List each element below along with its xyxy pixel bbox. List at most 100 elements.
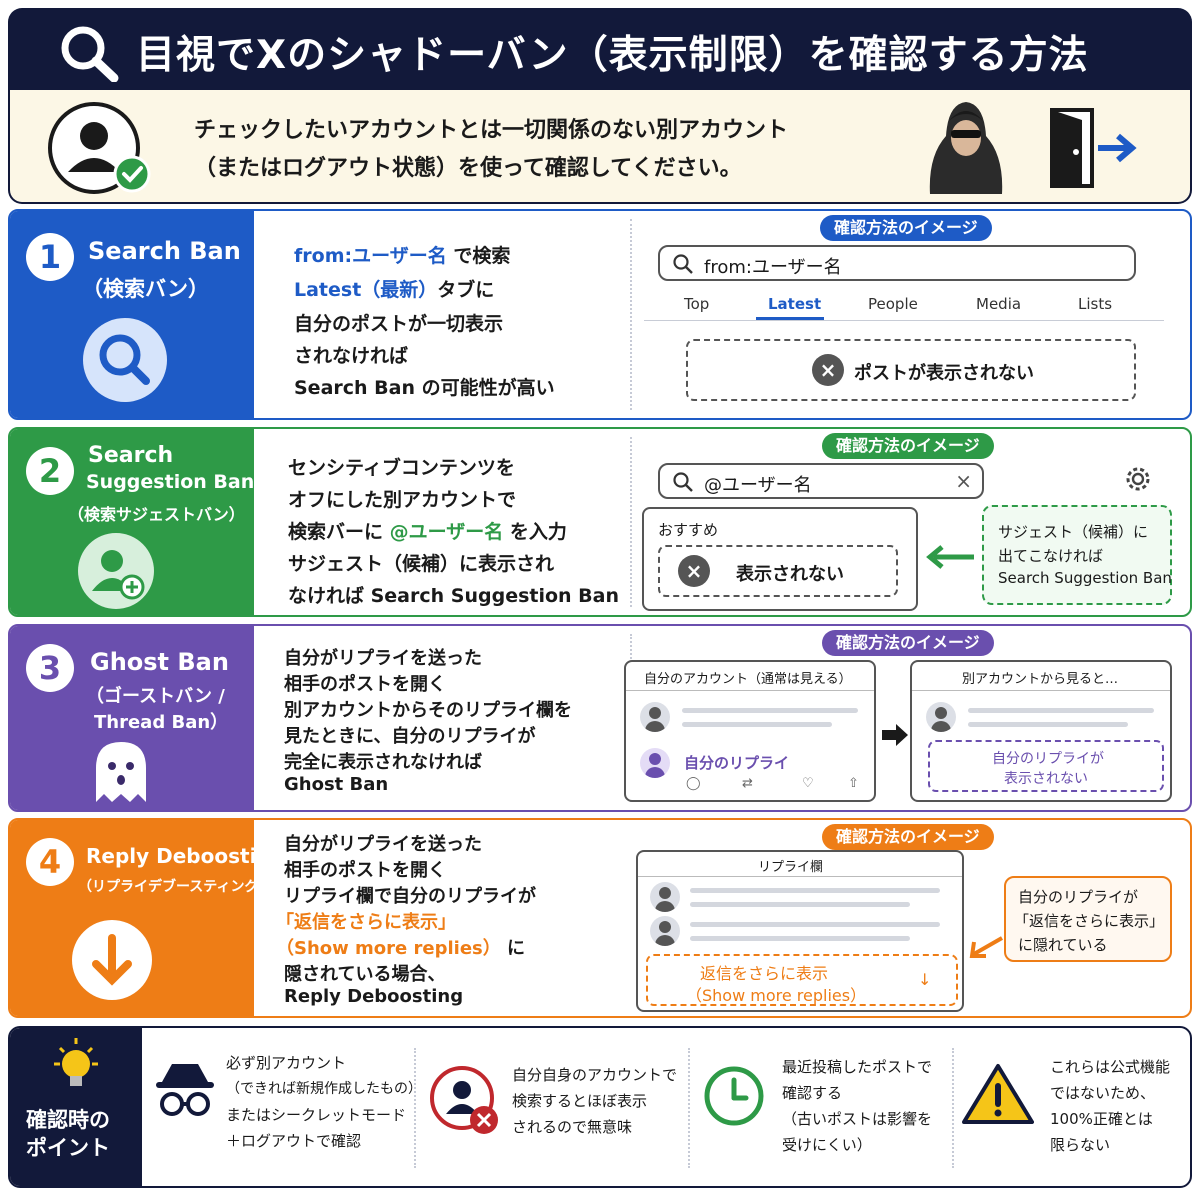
other-account-view: 別アカウントから見ると… 自分のリプライが 表示されない [910,660,1172,802]
active-tab-indicator [756,317,824,320]
desc-line-1: from:ユーザー名 で検索 [294,245,511,267]
desc-line-6: 隠されている場合、 [284,964,446,985]
reply-icon[interactable]: ◯ [686,776,701,791]
tab-lists[interactable]: Lists [1078,295,1113,313]
section-description: 自分がリプライを送った 相手のポストを開く 別アカウントからそのリプライ欄を 見… [254,626,630,810]
gear-icon[interactable] [1124,465,1152,493]
tab-latest[interactable]: Latest [768,295,822,313]
verified-user-icon [48,102,151,194]
header: 目視でXのシャドーバン（表示制限）を確認する方法 [8,8,1192,90]
section-number: 4 [26,838,74,886]
arrow-left-icon [926,545,974,569]
section-title: Reply Deboosting [86,844,285,868]
section-description: 自分がリプライを送った 相手のポストを開く リプライ欄で自分のリプライが 「返信… [254,820,630,1016]
section-reply-deboosting: 4 Reply Deboosting （リプライデブースティング） 自分がリプラ… [8,818,1192,1018]
desc-line-2: オフにした別アカウントで [288,489,517,511]
tip-item: 自分自身のアカウントで 検索するとほぼ表示 されるので無意味 [424,1042,686,1172]
section-number: 2 [26,447,74,495]
other-account-header: 別アカウントから見ると… [962,672,1119,687]
close-icon: × [812,354,844,386]
like-icon[interactable]: ♡ [802,776,814,791]
tip-line: されるので無意味 [512,1118,633,1136]
callout-note: サジェスト（候補）に 出てこなければ Search Suggestion Ban [982,505,1172,605]
repost-icon[interactable]: ⇄ [742,776,753,791]
clock-icon [704,1066,764,1126]
note-line-1: サジェスト（候補）に [998,523,1149,541]
tip-line: 必ず別アカウント [226,1054,347,1072]
mock-search-bar[interactable]: from:ユーザー名 [658,245,1136,281]
empty-results-box: × ポストが表示されない [686,339,1136,401]
lightbulb-icon [54,1038,98,1086]
tip-line: ではないため、 [1050,1084,1156,1102]
search-icon [673,254,693,274]
image-badge: 確認方法のイメージ [822,824,994,850]
tip-item: 最近投稿したポストで 確認する （古いポストは影響を 受けにくい） [698,1042,948,1172]
placeholder-line [968,722,1128,727]
search-query: from:ユーザー名 [704,257,842,278]
tip-line: またはシークレットモード [226,1106,407,1124]
section-number: 1 [26,233,74,281]
suggestion-dropdown: おすすめ × 表示されない [642,507,918,611]
section-ghost-ban: 3 Ghost Ban （ゴーストバン / Thread Ban） 自分がリプラ… [8,624,1192,812]
close-icon: × [678,555,710,587]
avatar [640,748,670,778]
hooded-figure-icon [929,102,1003,194]
section-description: センシティブコンテンツを オフにした別アカウントで 検索バーに @ユーザー名 を… [254,429,630,615]
reply-thread-view: リプライ欄 返信をさらに表示 （Show more replies） ↓ [636,850,964,1012]
section-title-line-1: Search [88,443,174,468]
section-subtitle: （検索サジェストバン） [68,505,245,524]
tip-item: 必ず別アカウント （できれば新規作成したもの） またはシークレットモード ＋ログ… [150,1042,422,1172]
chevron-down-icon: ↓ [918,970,932,989]
section-subtitle-line-1: （ゴーストバン / [86,686,225,707]
avatar [640,702,670,732]
section-header-panel: 3 Ghost Ban （ゴーストバン / Thread Ban） [10,626,254,810]
section-header-panel: 2 Search Suggestion Ban （検索サジェストバン） [10,429,254,615]
tip-divider [952,1048,954,1168]
note-line-2: 出てこなければ [998,547,1104,565]
show-more-line-1: 返信をさらに表示 [700,964,829,983]
desc-line-2: 相手のポストを開く [284,674,446,695]
mock-search-bar[interactable]: @ユーザー名 × [658,463,984,499]
arrow-right-icon [882,724,908,746]
tips-title-line-1: 確認時の [26,1108,110,1132]
tab-underline [644,320,1164,321]
placeholder-line [682,708,858,713]
section-number: 3 [26,644,74,692]
divider [630,437,632,607]
tip-line: （古いポストは影響を [782,1110,933,1128]
warning-icon [962,1064,1034,1124]
recommend-label: おすすめ [658,521,719,539]
desc-line-3: 自分のポストが一切表示 [294,313,504,335]
desc-line-5: （Show more replies） に [276,938,526,959]
tip-item: これらは公式機能 ではないため、 100%正確とは 限らない [962,1042,1188,1172]
logout-icon [1050,108,1137,188]
show-more-replies-button[interactable]: 返信をさらに表示 （Show more replies） ↓ [646,954,958,1006]
section-subtitle: （リプライデブースティング） [78,879,273,895]
clear-icon[interactable]: × [955,469,972,493]
hidden-line-1: 自分のリプライが [992,751,1104,767]
note-line-3: に隠れている [1018,936,1108,954]
tips-title-line-2: ポイント [26,1136,110,1160]
tip-line: 最近投稿したポストで [782,1058,933,1076]
section-title: Ghost Ban [90,648,229,676]
own-account-view: 自分のアカウント（通常は見える） 自分のリプライ ◯ ⇄ ♡ ⇧ [624,660,876,802]
search-icon [83,318,167,402]
share-icon[interactable]: ⇧ [848,776,859,791]
tab-top[interactable]: Top [684,295,710,313]
tab-media[interactable]: Media [976,295,1022,313]
tab-people[interactable]: People [868,295,918,313]
arrow-left-icon [969,936,1003,958]
desc-line-1: 自分がリプライを送った [284,648,482,669]
desc-line-4: サジェスト（候補）に表示され [288,553,555,575]
note-line-1: 自分のリプライが [1018,888,1139,906]
tip-line: 自分自身のアカウントで [512,1066,678,1084]
desc-line-2: 相手のポストを開く [284,860,446,881]
desc-line-4: 見たときに、自分のリプライが [284,726,536,747]
section-subtitle: （検索バン） [82,277,210,301]
tip-divider [688,1048,690,1168]
avatar [650,916,680,946]
arrow-down-icon [72,920,152,1000]
avatar [650,882,680,912]
callout-note: 自分のリプライが 「返信をさらに表示」 に隠れている [1004,876,1172,962]
desc-line-3: 別アカウントからそのリプライ欄を [284,700,572,721]
